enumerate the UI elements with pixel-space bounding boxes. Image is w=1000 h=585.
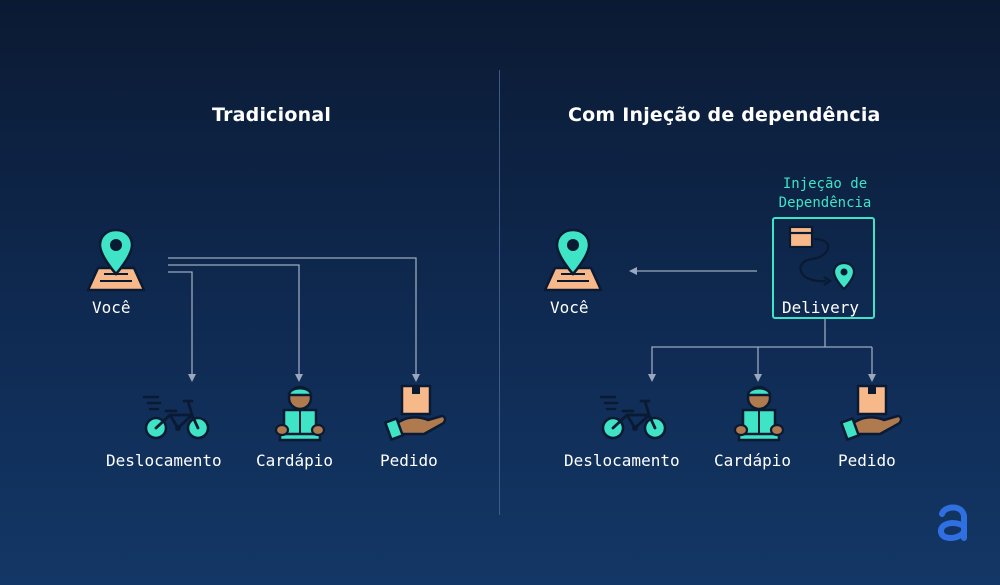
arrow-to-deslocamento xyxy=(168,271,196,382)
right-section-title: Com Injeção de dependência xyxy=(568,104,881,126)
injection-label-line1: Injeção de xyxy=(782,176,868,192)
left-section-title: Tradicional xyxy=(212,104,332,126)
delivery-label: Delivery xyxy=(782,298,860,317)
right-voce-label: Você xyxy=(550,298,589,317)
left-deslocamento-label: Deslocamento xyxy=(106,451,222,470)
left-voce-label: Você xyxy=(92,298,131,317)
menu-reader-icon xyxy=(733,385,785,442)
arrow-to-pedido xyxy=(168,257,420,382)
bicycle-icon xyxy=(142,395,210,440)
left-cardapio-label: Cardápio xyxy=(256,451,334,470)
package-hand-icon xyxy=(384,384,447,442)
injection-label-line2: Dependência xyxy=(778,195,872,211)
delivery-box xyxy=(772,217,875,319)
injection-label: Injeção de Dependência xyxy=(755,175,895,213)
bicycle-icon xyxy=(599,395,667,440)
brand-logo-icon xyxy=(938,504,967,541)
arrow-to-cardapio xyxy=(168,264,303,382)
right-pedido-label: Pedido xyxy=(838,451,896,470)
right-cardapio-label: Cardápio xyxy=(714,451,792,470)
location-pin-map-icon xyxy=(86,228,146,292)
package-hand-icon xyxy=(840,384,903,442)
location-pin-map-icon xyxy=(543,228,603,292)
left-pedido-label: Pedido xyxy=(380,451,438,470)
delivery-trunk xyxy=(648,319,826,382)
box-route-icon xyxy=(788,225,856,291)
menu-reader-icon xyxy=(274,385,326,442)
right-deslocamento-label: Deslocamento xyxy=(564,451,680,470)
section-divider xyxy=(499,70,500,515)
